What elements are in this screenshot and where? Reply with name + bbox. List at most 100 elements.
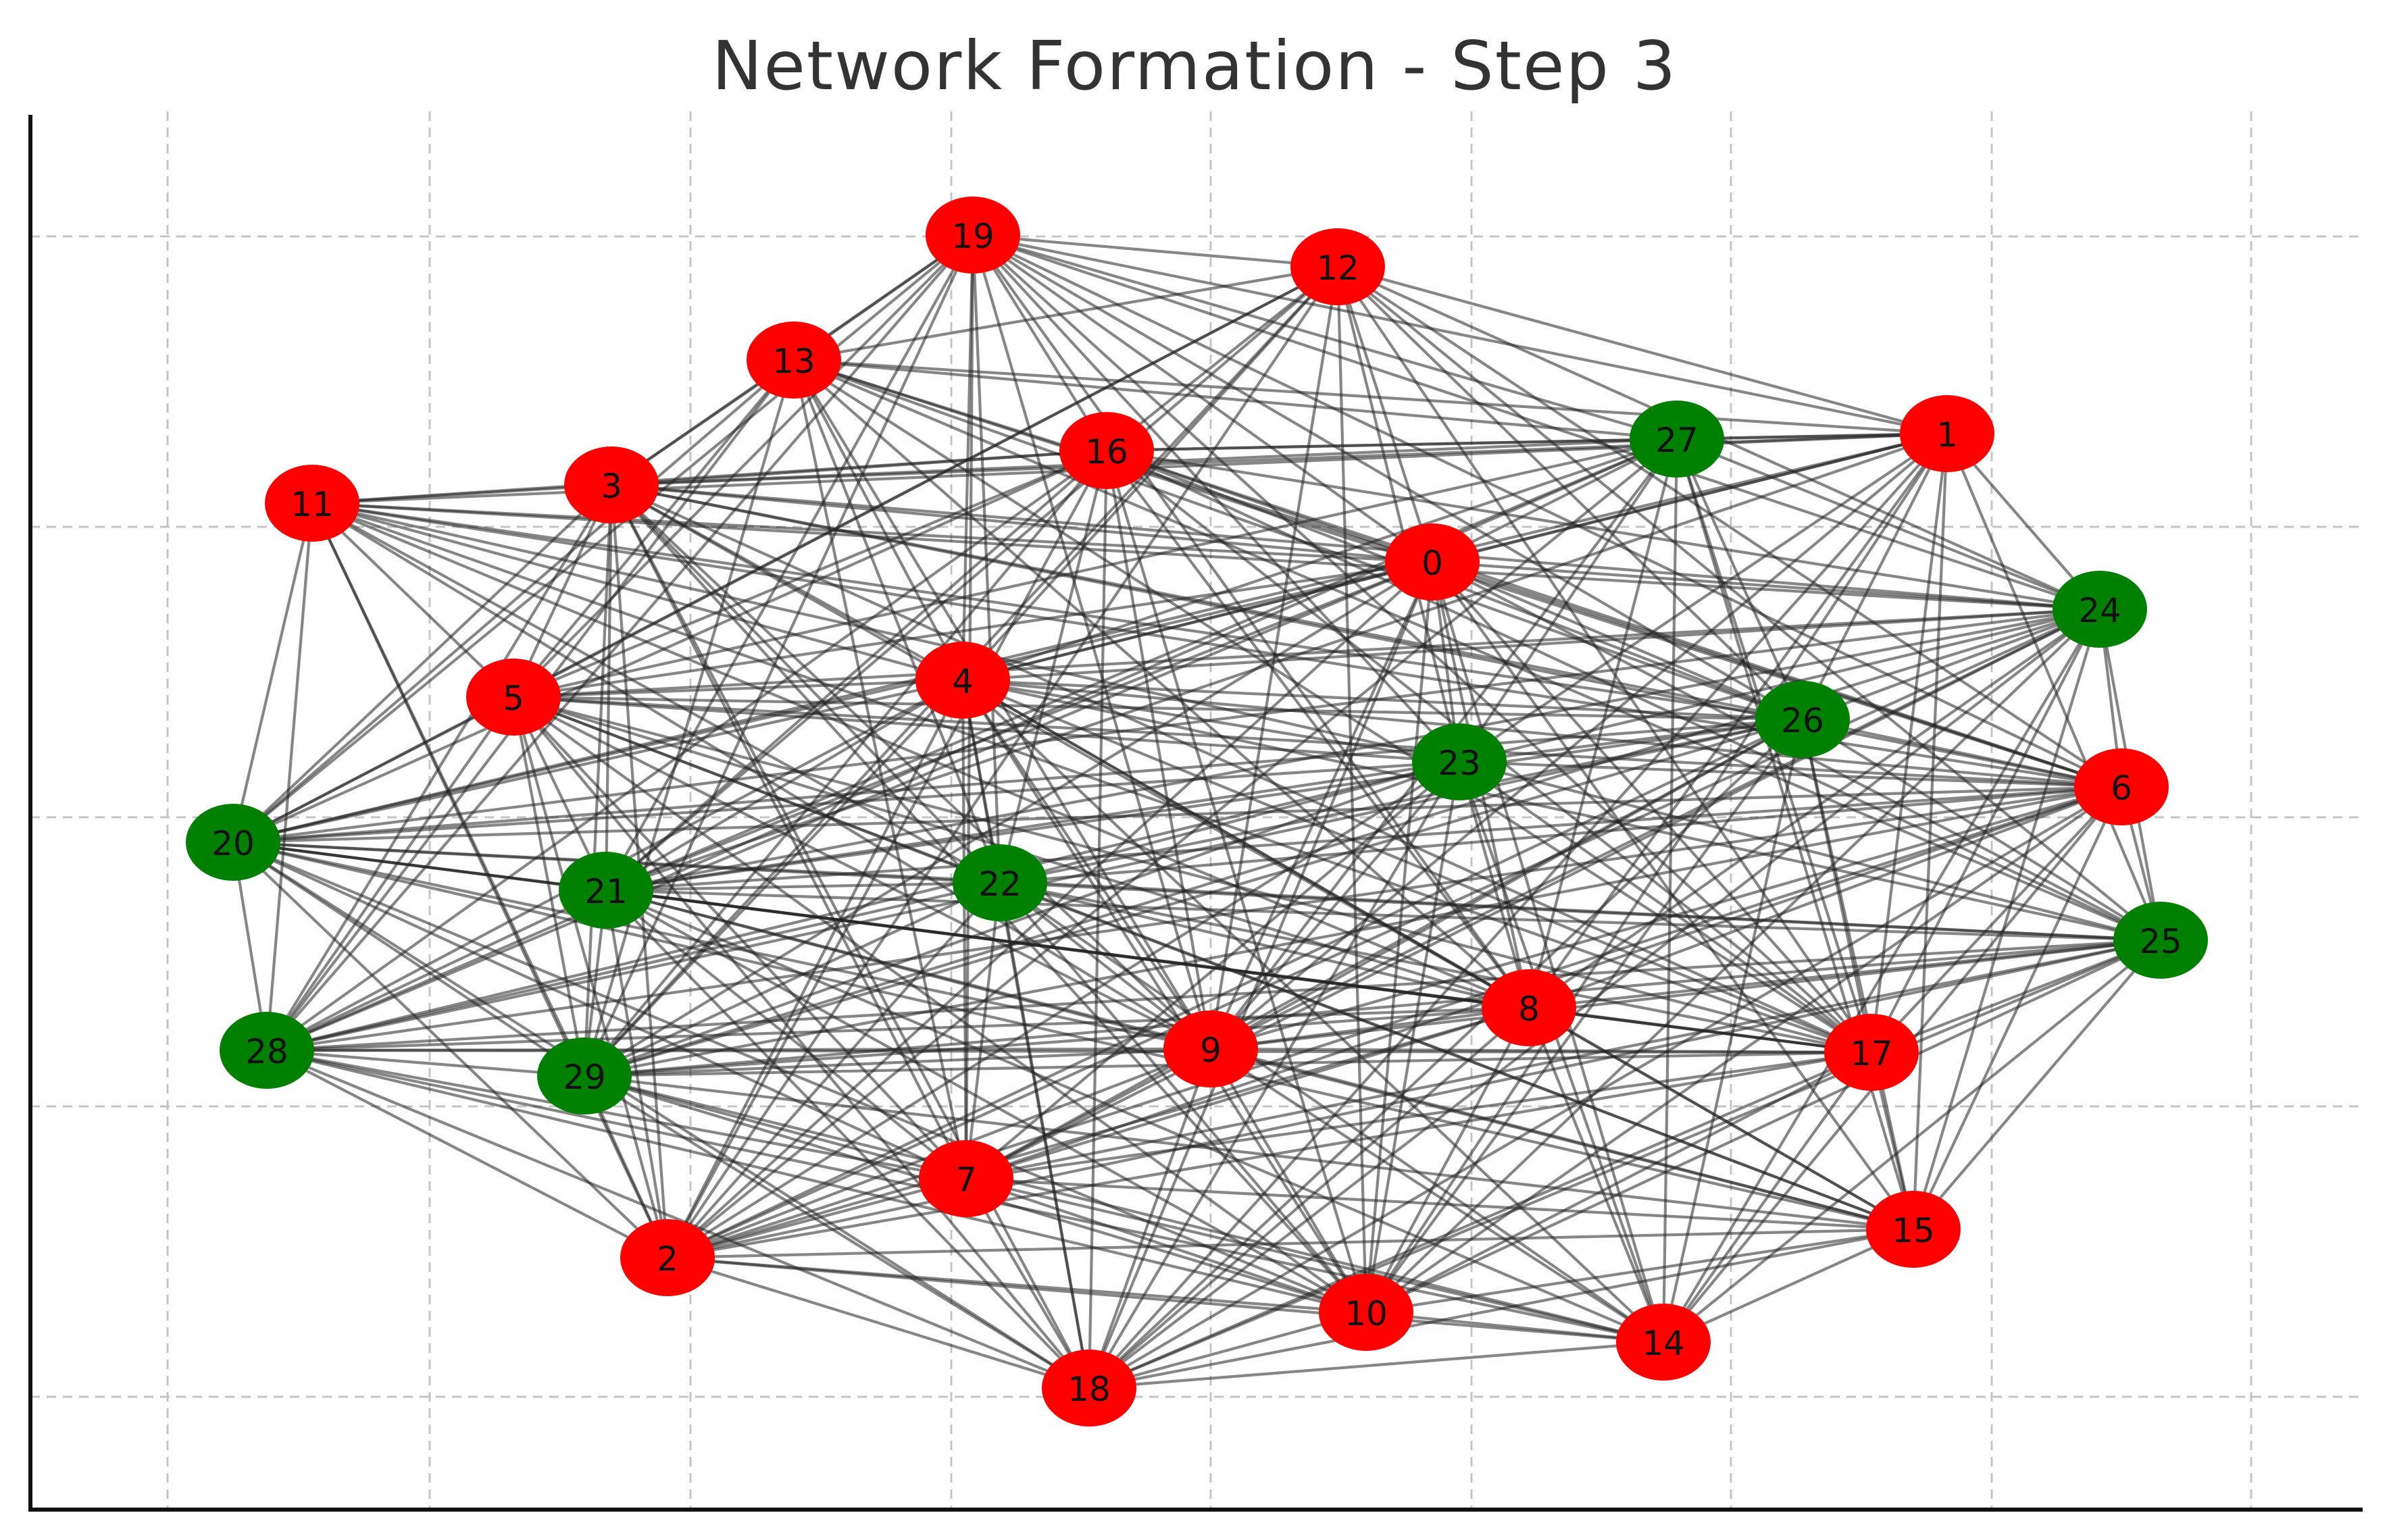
node-circle-9	[1163, 1010, 1258, 1087]
node-1: 1	[1900, 395, 1994, 472]
node-circle-27	[1630, 401, 1724, 478]
chart-title: Network Formation - Step 3	[712, 26, 1678, 105]
edge-5-17	[513, 695, 1872, 1054]
edge-0-10	[1364, 561, 1434, 1313]
edge-3-6	[611, 483, 2122, 789]
node-24: 24	[2053, 571, 2147, 648]
edge-11-28	[265, 503, 314, 1051]
node-6: 6	[2074, 748, 2169, 825]
edge-24-26	[1802, 608, 2100, 721]
edge-26-21	[605, 717, 1803, 892]
edge-8-14	[1528, 1007, 1665, 1343]
node-circle-3	[564, 446, 659, 523]
edge-13-7	[792, 359, 968, 1179]
edge-25-18	[1088, 939, 2161, 1389]
node-circle-8	[1482, 969, 1576, 1046]
node-circle-22	[953, 844, 1047, 921]
edge-9-10	[1209, 1048, 1367, 1314]
node-label-2: 2	[657, 1239, 678, 1279]
node-circle-2	[620, 1219, 715, 1296]
edge-22-25	[999, 881, 2161, 942]
node-13: 13	[747, 322, 841, 399]
edge-7-2	[667, 1177, 967, 1260]
node-label-23: 23	[1438, 744, 1481, 783]
node-label-7: 7	[955, 1160, 977, 1200]
node-circle-21	[559, 852, 653, 929]
edge-5-23	[513, 695, 1460, 764]
edge-20-7	[232, 841, 967, 1180]
edge-28-10	[266, 1048, 1367, 1314]
edge-12-13	[793, 265, 1338, 362]
node-label-13: 13	[772, 342, 815, 381]
node-15: 15	[1866, 1191, 1961, 1268]
node-circle-7	[919, 1140, 1013, 1217]
edge-3-20	[232, 484, 613, 844]
edge-5-6	[513, 695, 2122, 789]
node-label-27: 27	[1655, 421, 1698, 460]
edge-17-14	[1662, 1051, 1873, 1343]
edge-24-21	[605, 607, 2100, 892]
edge-5-28	[266, 696, 515, 1052]
edge-22-14	[999, 881, 1665, 1343]
node-circle-23	[1412, 723, 1507, 800]
edge-6-20	[232, 785, 2122, 844]
edge-24-15	[1911, 609, 2102, 1230]
edge-8-28	[266, 1006, 1530, 1052]
node-26: 26	[1755, 681, 1850, 758]
edge-13-4	[792, 359, 964, 681]
node-circle-15	[1866, 1191, 1961, 1268]
edge-15-10	[1365, 1227, 1914, 1314]
edge-0-5	[513, 560, 1433, 699]
edge-19-21	[605, 234, 974, 892]
edge-23-25	[1459, 760, 2161, 942]
edge-23-17	[1458, 761, 1873, 1054]
edge-25-29	[584, 938, 2161, 1078]
node-circle-19	[926, 197, 1020, 274]
node-label-24: 24	[2078, 591, 2121, 630]
edge-0-28	[266, 561, 1433, 1052]
edge-4-23	[962, 678, 1460, 764]
edge-26-23	[1459, 717, 1803, 764]
edge-11-20	[231, 503, 314, 843]
node-label-19: 19	[951, 217, 995, 256]
node-circle-16	[1059, 412, 1154, 489]
node-label-6: 6	[2111, 769, 2132, 808]
edge-11-4	[311, 501, 963, 682]
node-label-17: 17	[1850, 1034, 1893, 1073]
edge-23-8	[1457, 761, 1531, 1008]
node-label-16: 16	[1085, 432, 1128, 471]
edge-5-26	[513, 695, 1803, 721]
edge-2-15	[667, 1227, 1914, 1260]
node-label-21: 21	[584, 872, 628, 911]
edge-10-18	[1088, 1310, 1367, 1390]
node-label-11: 11	[291, 485, 334, 524]
edge-17-18	[1088, 1051, 1872, 1389]
node-label-22: 22	[978, 865, 1022, 904]
edge-9-18	[1088, 1048, 1212, 1389]
edge-26-2	[667, 718, 1803, 1259]
node-circle-0	[1385, 523, 1480, 600]
edge-5-29	[511, 696, 586, 1077]
edge-3-21	[604, 484, 613, 891]
edge-4-26	[962, 678, 1803, 721]
edge-22-15	[999, 881, 1914, 1231]
edge-16-20	[232, 449, 1107, 844]
node-circle-13	[747, 322, 841, 399]
edge-21-7	[605, 889, 967, 1180]
node-circle-18	[1042, 1350, 1136, 1427]
edge-22-9	[999, 881, 1212, 1050]
node-circle-24	[2053, 571, 2147, 648]
edge-4-21	[605, 679, 964, 892]
edge-3-18	[610, 484, 1090, 1389]
node-28: 28	[220, 1012, 314, 1089]
edge-27-5	[513, 437, 1678, 699]
edge-16-24	[1106, 448, 2100, 611]
node-label-10: 10	[1344, 1294, 1388, 1333]
edge-13-20	[232, 359, 795, 844]
edge-22-10	[999, 881, 1367, 1314]
edge-9-29	[584, 1047, 1211, 1078]
edge-0-6	[1432, 561, 2122, 788]
node-label-15: 15	[1892, 1211, 1935, 1250]
